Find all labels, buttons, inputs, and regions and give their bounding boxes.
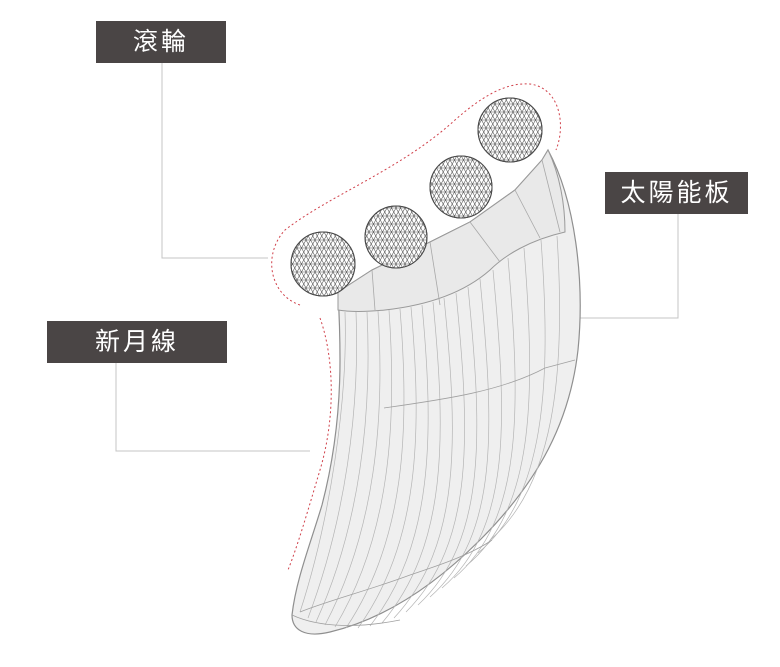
label-solar-panel: 太陽能板 [605, 172, 748, 214]
panel-stripes [299, 235, 560, 629]
body-outline [291, 148, 581, 635]
crescent-dotted-line [287, 317, 332, 571]
leader-line-crescent [115, 363, 310, 452]
panel-seams [291, 359, 576, 626]
label-crescent-line: 新月線 [47, 321, 227, 363]
rollers-dotted-outline [271, 83, 561, 306]
roller-sphere-2 [364, 205, 428, 269]
roller-sphere-3 [429, 155, 493, 219]
roller-sphere-4 [477, 97, 543, 163]
leader-line-solar [568, 214, 679, 319]
leader-lines [115, 63, 679, 452]
roller-spheres [290, 97, 543, 297]
roller-sphere-1 [290, 231, 356, 297]
solar-panel-body [291, 148, 581, 635]
label-rollers: 滾輪 [96, 21, 226, 63]
leader-line-rollers [161, 63, 268, 259]
top-cap-plate [337, 148, 566, 312]
